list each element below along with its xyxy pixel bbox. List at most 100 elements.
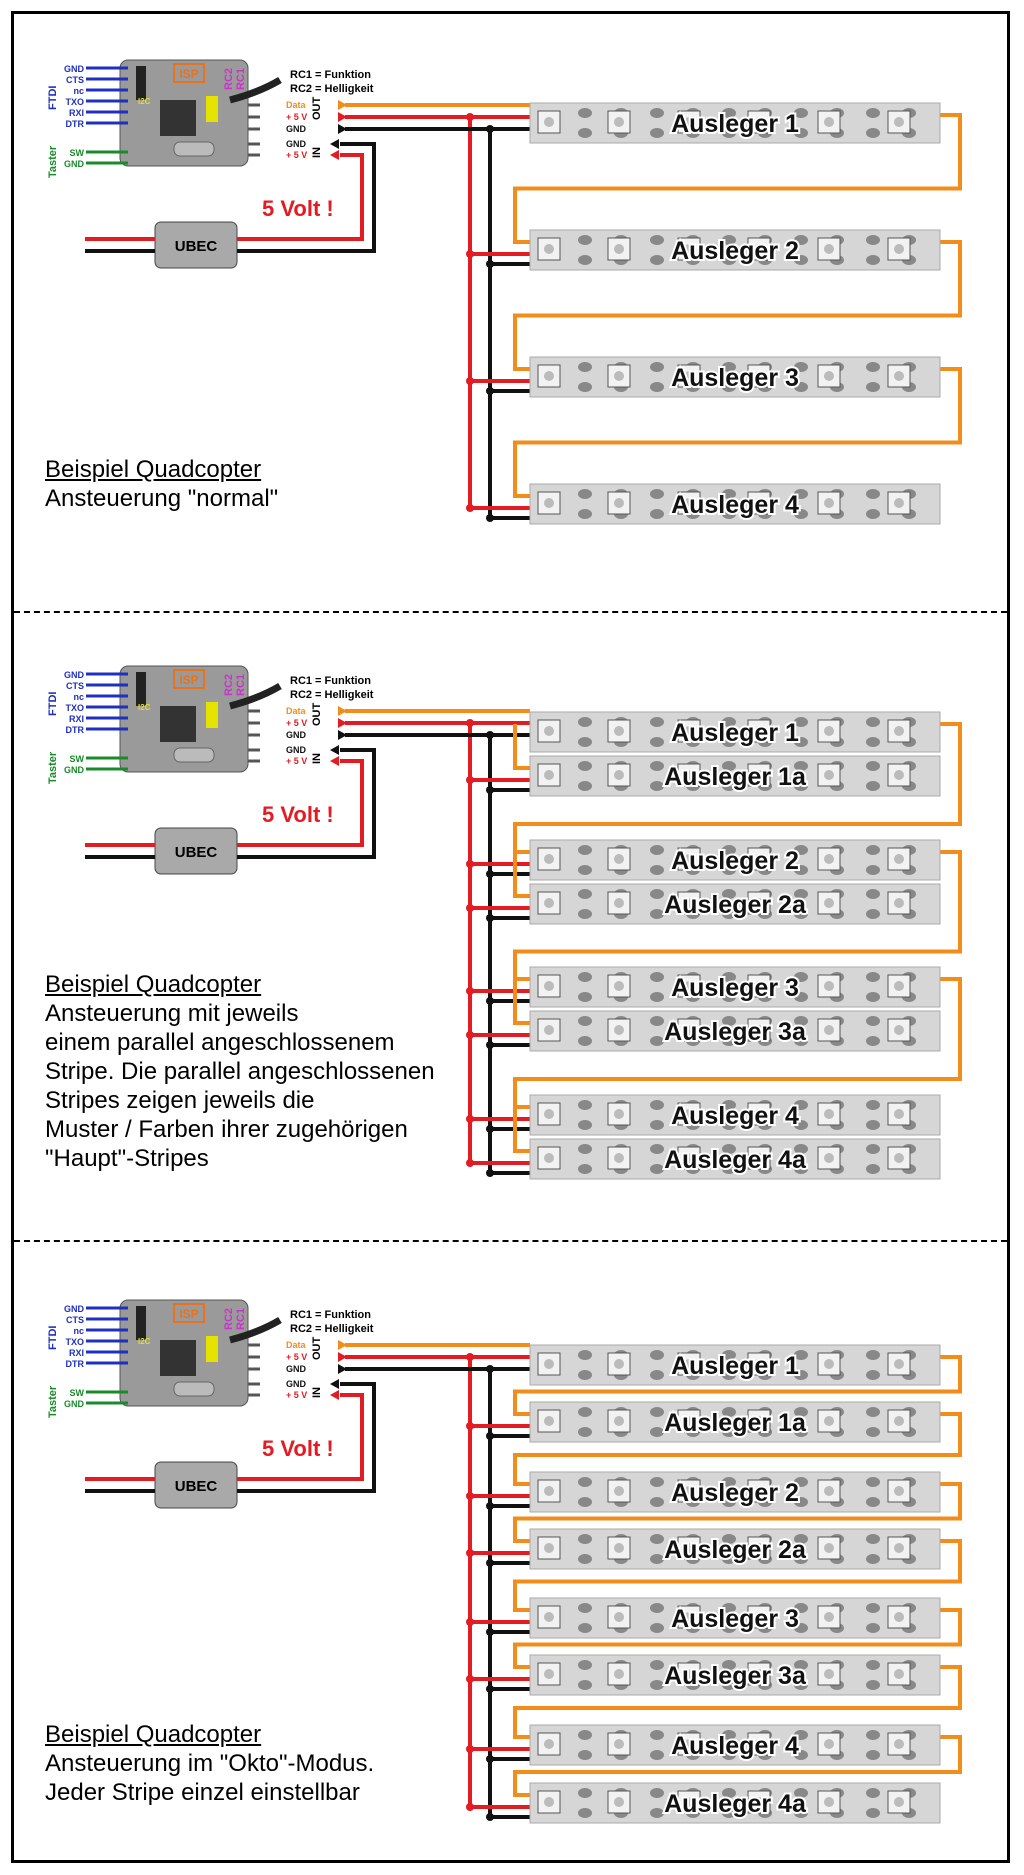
led-chip-lens xyxy=(894,898,904,908)
strip-component xyxy=(578,781,592,791)
led-chip-lens xyxy=(754,1153,764,1163)
strip-label: Ausleger 2 xyxy=(671,847,799,875)
led-chip-lens xyxy=(754,1543,764,1553)
strip-component xyxy=(794,889,808,899)
strip-label: Ausleger 2a xyxy=(664,1536,807,1564)
strip-component xyxy=(722,761,736,771)
led-chip-lens xyxy=(684,981,694,991)
strip-component xyxy=(578,489,592,499)
wire-junction-icon xyxy=(466,1803,474,1811)
microcontroller-chip xyxy=(160,706,196,742)
strip-component xyxy=(650,717,664,727)
wire-junction-icon xyxy=(466,377,474,385)
led-chip-lens xyxy=(684,1612,694,1622)
strip-component xyxy=(578,1036,592,1046)
ubec-gnd-wire xyxy=(237,748,376,859)
led-chip-lens xyxy=(824,770,834,780)
led-chip-lens xyxy=(754,1109,764,1119)
wire-junction-icon xyxy=(466,904,474,912)
wire-junction-icon xyxy=(466,1549,474,1557)
ftdi-pin-label: GND xyxy=(64,1304,85,1314)
section-3-wiring xyxy=(338,1340,962,1821)
led-chip-lens xyxy=(894,244,904,254)
strip-component xyxy=(578,1660,592,1670)
led-chip-lens xyxy=(684,371,694,381)
strip-component xyxy=(722,865,736,875)
strip-component xyxy=(794,761,808,771)
strip-component xyxy=(650,761,664,771)
wire-junction-icon xyxy=(466,1159,474,1167)
arrow-right-icon xyxy=(338,100,347,110)
led-chip-lens xyxy=(824,1543,834,1553)
caption-line: "Haupt"-Stripes xyxy=(45,1145,209,1172)
caption-line: Ansteuerung mit jeweils xyxy=(45,1000,299,1027)
strip-component xyxy=(650,509,664,519)
strip-component xyxy=(866,1407,880,1417)
arrow-right-icon xyxy=(338,1340,347,1350)
wire-junction-icon xyxy=(466,1115,474,1123)
arrow-right-icon xyxy=(338,112,347,122)
strip-component xyxy=(794,1497,808,1507)
rc-label: RC2 xyxy=(223,1308,235,1330)
strip-component xyxy=(794,1477,808,1487)
strip-component xyxy=(722,717,736,727)
led-chip-lens xyxy=(894,981,904,991)
led-chip-lens xyxy=(894,498,904,508)
strip-component xyxy=(866,362,880,372)
ubec-module xyxy=(154,1461,238,1509)
strip-component xyxy=(794,1016,808,1026)
strip-component xyxy=(722,1680,736,1690)
caption-line: Jeder Stripe einzel einstellbar xyxy=(45,1779,360,1806)
led-chip-lens xyxy=(684,1416,694,1426)
led-chip-lens xyxy=(684,244,694,254)
strip-component xyxy=(794,1660,808,1670)
led-chip-lens xyxy=(754,117,764,127)
strip-component xyxy=(866,1427,880,1437)
led-chip-lens xyxy=(544,244,554,254)
strip-component xyxy=(578,1623,592,1633)
strip-component xyxy=(722,1016,736,1026)
section-1-wiring xyxy=(338,100,962,522)
strip-component xyxy=(650,1730,664,1740)
strip-component xyxy=(578,1730,592,1740)
led-strip: Ausleger 3 xyxy=(529,356,941,398)
strip-component xyxy=(578,1534,592,1544)
ubec-plus-wire xyxy=(237,153,364,241)
strip-component xyxy=(650,1350,664,1360)
strip-component xyxy=(578,509,592,519)
strip-component xyxy=(866,1554,880,1564)
strip-component xyxy=(866,1788,880,1798)
strip-label: Ausleger 4 xyxy=(671,1732,799,1760)
strip-component xyxy=(866,865,880,875)
taster-pin-label: SW xyxy=(70,148,85,158)
led-chip-lens xyxy=(684,117,694,127)
led-chip-lens xyxy=(754,1359,764,1369)
wire-junction-icon xyxy=(486,914,494,922)
strip-component xyxy=(794,1730,808,1740)
strip-component xyxy=(722,235,736,245)
strip-component xyxy=(722,1497,736,1507)
ftdi-pin-label: GND xyxy=(64,670,85,680)
strip-component xyxy=(794,992,808,1002)
strip-component xyxy=(722,781,736,791)
data-chain-wire xyxy=(513,1735,962,1797)
strip-label: Ausleger 1 xyxy=(671,719,799,747)
rc-note: RC2 = Helligkeit xyxy=(290,83,374,95)
strip-component xyxy=(794,362,808,372)
led-chip-lens xyxy=(684,770,694,780)
led-strip: Ausleger 4a xyxy=(529,1782,941,1824)
strip-component xyxy=(794,1623,808,1633)
strip-label: Ausleger 3 xyxy=(671,364,799,392)
strip-component xyxy=(578,1144,592,1154)
led-chip-lens xyxy=(754,726,764,736)
strip-label: Ausleger 4a xyxy=(664,1790,807,1818)
led-strip: Ausleger 2a xyxy=(529,883,941,925)
ubec-module xyxy=(154,221,238,269)
strip-component xyxy=(650,992,664,1002)
strip-component xyxy=(794,489,808,499)
led-chip-lens xyxy=(614,770,624,780)
